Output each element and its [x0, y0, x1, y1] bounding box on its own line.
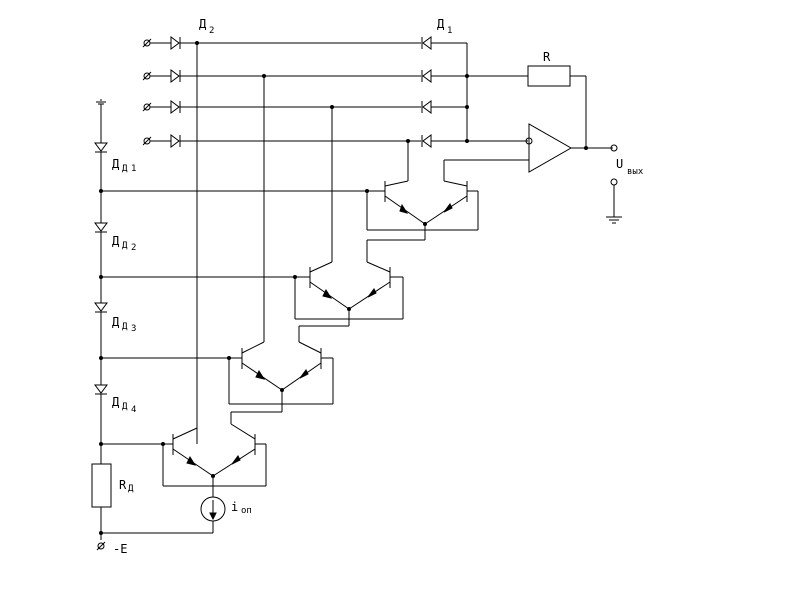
diff-pair-stage-2	[294, 261, 404, 342]
svg-text:Д: Д	[122, 402, 128, 412]
diode-d2-row1	[170, 36, 181, 50]
diode-d2-row4	[170, 134, 181, 148]
reference-chain	[91, 99, 213, 540]
diode-dd3	[94, 302, 108, 313]
label-neg-e: -E	[113, 542, 127, 556]
label-rd: R Д	[119, 478, 134, 494]
diode-dd1	[94, 142, 108, 153]
svg-text:Д: Д	[199, 17, 207, 31]
svg-text:U: U	[616, 157, 623, 171]
svg-text:Д: Д	[122, 241, 128, 251]
svg-text:i: i	[231, 500, 238, 514]
svg-text:оп: оп	[241, 506, 252, 516]
diode-d2-row2	[170, 69, 181, 83]
svg-text:R: R	[119, 478, 127, 492]
resistor-rd	[91, 463, 112, 508]
diode-dd4	[94, 384, 108, 395]
svg-text:1: 1	[447, 26, 452, 36]
svg-text:Д: Д	[437, 17, 445, 31]
diff-pair-stage-3	[228, 341, 334, 424]
label-d1: Д 1	[437, 17, 452, 36]
svg-text:Д: Д	[112, 315, 120, 329]
diode-d2-row3	[170, 100, 181, 114]
output-terminal[interactable]	[610, 144, 618, 152]
negative-supply-terminal[interactable]	[96, 541, 106, 551]
diode-d1-row3	[421, 100, 432, 114]
op-amp	[443, 123, 613, 181]
svg-text:2: 2	[209, 26, 214, 36]
svg-text:4: 4	[131, 405, 136, 415]
svg-text:Д: Д	[128, 484, 134, 494]
label-dd1: Д Д 1	[112, 157, 136, 174]
svg-text:вых: вых	[627, 167, 644, 177]
diff-pair-stage-1	[366, 180, 479, 262]
input-terminal-2[interactable]	[142, 71, 152, 81]
feedback-resistor	[467, 65, 587, 148]
label-uout: U вых	[616, 157, 644, 177]
svg-text:3: 3	[131, 324, 136, 334]
label-r: R	[543, 50, 551, 64]
svg-text:Д: Д	[112, 157, 120, 171]
diff-pair-stage-4	[162, 423, 267, 497]
diode-dd2	[94, 222, 108, 233]
label-dd2: Д Д 2	[112, 234, 136, 253]
input-terminal-3[interactable]	[142, 102, 152, 112]
input-lines	[142, 36, 528, 148]
output-ground	[606, 178, 622, 224]
svg-text:2: 2	[131, 243, 136, 253]
svg-text:Д: Д	[112, 395, 120, 409]
label-dd4: Д Д 4	[112, 395, 136, 415]
label-d2: Д 2	[199, 17, 214, 36]
bias-lines	[101, 189, 385, 446]
input-terminal-4[interactable]	[142, 136, 152, 146]
svg-text:1: 1	[131, 164, 136, 174]
current-source-iop	[200, 496, 226, 533]
svg-text:Д: Д	[122, 322, 128, 332]
inverting-input-marker	[525, 137, 533, 145]
diode-d1-row4	[421, 134, 432, 148]
diode-d1-row1	[421, 36, 432, 50]
bit-lines	[195, 41, 410, 444]
label-iop: i оп	[231, 500, 252, 516]
input-terminal-1[interactable]	[142, 38, 152, 48]
label-dd3: Д Д 3	[112, 315, 136, 334]
diode-d1-row2	[421, 69, 432, 83]
svg-text:Д: Д	[122, 164, 128, 174]
svg-text:Д: Д	[112, 234, 120, 248]
